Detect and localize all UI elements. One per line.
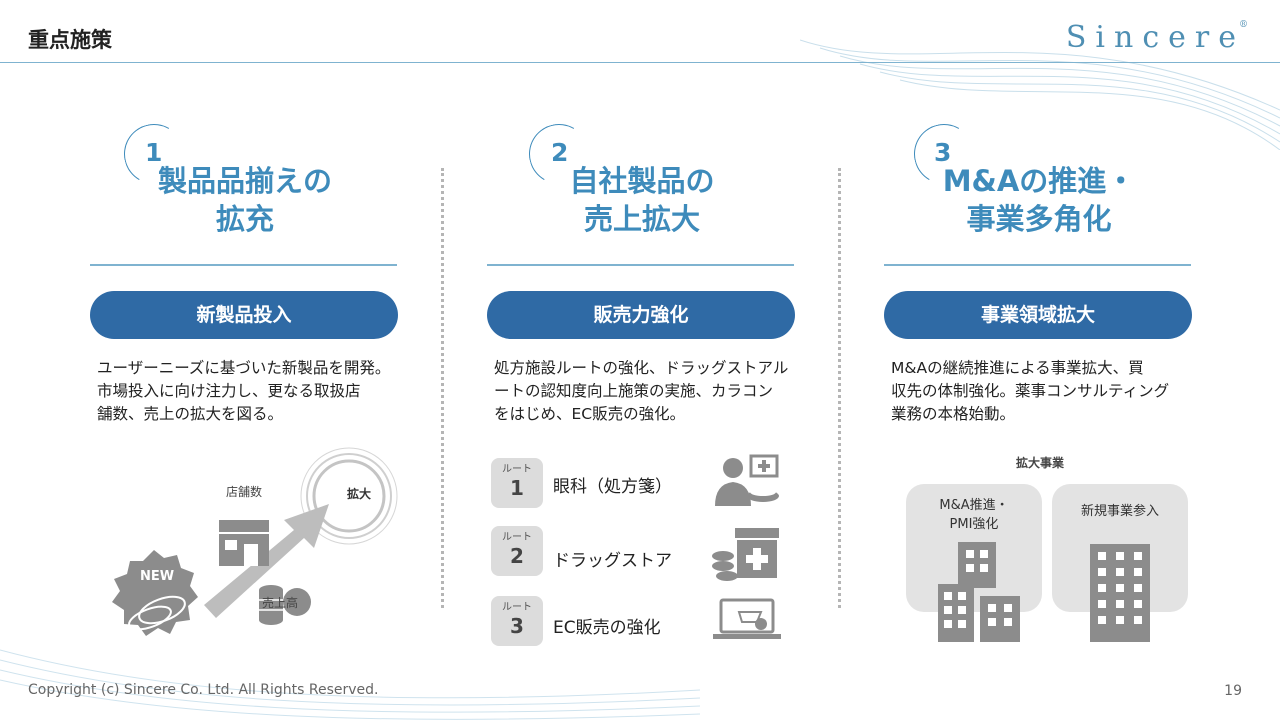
body-line: 処方施設ルートの強化、ドラッグストアル bbox=[494, 359, 789, 377]
column-body: M&Aの継続推進による事業拡大、買 収先の体制強化。薬事コンサルティング 業務の… bbox=[891, 357, 1191, 426]
column-heading: 製品品揃えの 拡充 bbox=[90, 162, 400, 238]
column-number: 3 bbox=[934, 138, 952, 167]
body-line: 市場投入に向け注力し、更なる取扱店 bbox=[97, 382, 361, 400]
route-label: ドラッグストア bbox=[553, 551, 672, 571]
body-line: ートの認知度向上施策の実施、カラコン bbox=[494, 382, 774, 400]
heading-line-2: 拡充 bbox=[215, 202, 274, 236]
ec-laptop-icon bbox=[713, 598, 781, 639]
column-heading: M&Aの推進・ 事業多角化 bbox=[884, 162, 1194, 238]
column-rule bbox=[90, 264, 397, 266]
doctor-icon bbox=[715, 454, 779, 506]
column-divider bbox=[838, 168, 841, 608]
expansion-title: 拡大事業 bbox=[1016, 456, 1065, 470]
section-pill: 事業領域拡大 bbox=[884, 291, 1192, 339]
copyright: Copyright (c) Sincere Co. Ltd. All Right… bbox=[28, 682, 379, 698]
expand-label: 拡大 bbox=[347, 487, 372, 501]
logo-registered-mark: ® bbox=[1239, 20, 1248, 30]
route-tag: ルート bbox=[502, 532, 532, 543]
column-divider bbox=[441, 168, 444, 608]
sincere-logo: Sincere® bbox=[1066, 20, 1248, 55]
body-line: 収先の体制強化。薬事コンサルティング bbox=[891, 382, 1170, 400]
body-line: をはじめ、EC販売の強化。 bbox=[494, 405, 686, 423]
drugstore-icon bbox=[712, 528, 779, 581]
route-badge: ルート 2 bbox=[491, 526, 543, 576]
heading-line-1: M&Aの推進・ bbox=[942, 164, 1136, 198]
column-body: 処方施設ルートの強化、ドラッグストアル ートの認知度向上施策の実施、カラコン を… bbox=[494, 357, 794, 426]
column-product-lineup: 1 製品品揃えの 拡充 新製品投入 ユーザーニーズに基づいた新製品を開発。 市場… bbox=[90, 110, 400, 650]
heading-line-2: 事業多角化 bbox=[966, 202, 1112, 236]
route-label: EC販売の強化 bbox=[553, 618, 661, 638]
body-line: ユーザーニーズに基づいた新製品を開発。 bbox=[97, 359, 391, 377]
new-business-label: 新規事業参入 bbox=[1080, 504, 1159, 519]
section-pill: 新製品投入 bbox=[90, 291, 398, 339]
route-number: 2 bbox=[510, 544, 524, 568]
column-ma-diversification: 3 M&Aの推進・ 事業多角化 事業領域拡大 M&Aの継続推進による事業拡大、買… bbox=[884, 110, 1194, 650]
new-lens-badge-icon bbox=[112, 550, 198, 636]
heading-line-1: 製品品揃えの bbox=[157, 164, 332, 198]
route-number: 1 bbox=[510, 476, 524, 500]
column-number: 2 bbox=[551, 138, 569, 167]
route-number: 3 bbox=[510, 614, 524, 638]
expand-circle-icon bbox=[300, 447, 398, 545]
yen-symbol: ¥ bbox=[291, 565, 301, 581]
column-number: 1 bbox=[145, 138, 163, 167]
page-number: 19 bbox=[1224, 683, 1242, 699]
ma-pmi-label-line1: M&A推進・ bbox=[939, 498, 1009, 513]
route-badge: ルート 3 bbox=[491, 596, 543, 646]
body-line: 業務の本格始動。 bbox=[891, 405, 1016, 423]
logo-text: Sincere bbox=[1065, 20, 1245, 55]
growth-graphic bbox=[112, 447, 398, 636]
buildings-group-icon bbox=[938, 542, 1020, 642]
column-own-product-sales: 2 自社製品の 売上拡大 販売力強化 処方施設ルートの強化、ドラッグストアル ー… bbox=[487, 110, 797, 650]
sales-label: 売上高 bbox=[262, 596, 299, 610]
ma-pmi-label-line2: PMI強化 bbox=[949, 517, 999, 532]
heading-line-2: 売上拡大 bbox=[583, 202, 700, 236]
route-badge: ルート 1 bbox=[491, 458, 543, 508]
page-title: 重点施策 bbox=[28, 28, 112, 52]
column-rule bbox=[487, 264, 794, 266]
store-icon bbox=[219, 520, 269, 566]
column-rule bbox=[884, 264, 1191, 266]
route-tag: ルート bbox=[502, 464, 532, 475]
office-building-icon bbox=[1090, 544, 1150, 642]
heading-line-1: 自社製品の bbox=[569, 164, 715, 198]
column-body: ユーザーニーズに基づいた新製品を開発。 市場投入に向け注力し、更なる取扱店 舗数… bbox=[97, 357, 397, 426]
route-tag: ルート bbox=[502, 602, 532, 613]
new-badge-label: NEW bbox=[140, 569, 175, 584]
stores-label: 店舗数 bbox=[226, 485, 263, 499]
body-line: M&Aの継続推進による事業拡大、買 bbox=[891, 359, 1144, 377]
section-pill: 販売力強化 bbox=[487, 291, 795, 339]
route-label: 眼科（処方箋） bbox=[553, 477, 672, 497]
ma-pmi-label: M&A推進・ PMI強化 bbox=[906, 496, 1042, 534]
header-divider bbox=[0, 62, 1280, 63]
column-heading: 自社製品の 売上拡大 bbox=[487, 162, 797, 238]
body-line: 舗数、売上の拡大を図る。 bbox=[97, 405, 284, 423]
coins-icon bbox=[259, 585, 311, 625]
